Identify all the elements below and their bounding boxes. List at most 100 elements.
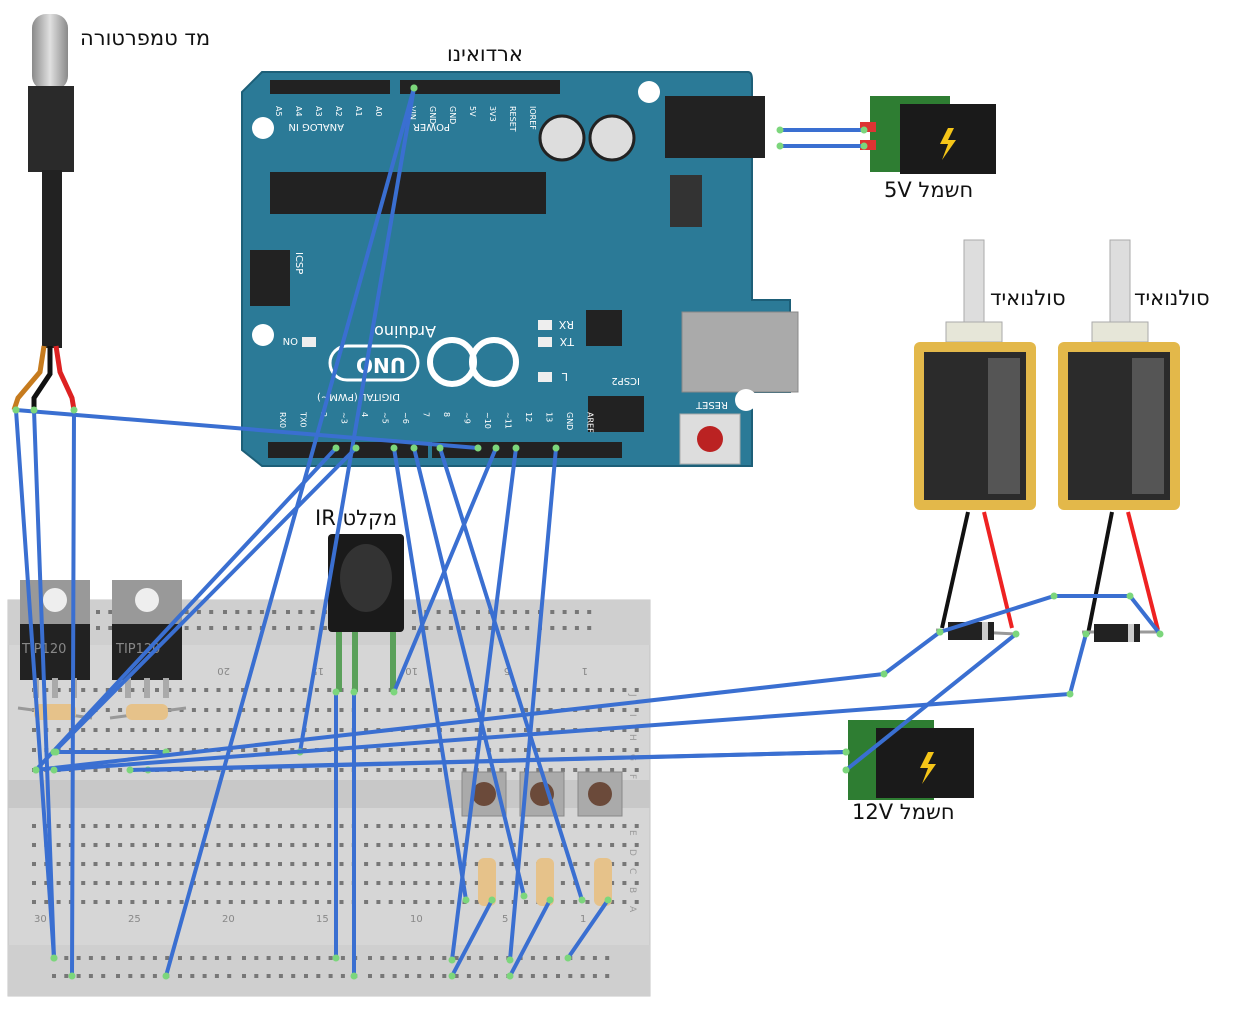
breadboard-hole: [304, 956, 308, 960]
breadboard-hole: [241, 688, 246, 692]
digital-pin-label: AREF: [586, 412, 595, 433]
breadboard-hole: [228, 862, 233, 866]
breadboard-hole: [278, 900, 282, 904]
breadboard-hole: [392, 956, 397, 960]
jumper-wire: [844, 632, 1018, 772]
breadboard-hole: [450, 862, 455, 866]
jumper-wire: [32, 408, 56, 960]
breadboard-hole: [573, 688, 578, 692]
breadboard-hole: [52, 974, 56, 978]
breadboard-hole: [265, 824, 270, 828]
wire-endpoint: [448, 956, 456, 964]
breadboard-hole: [253, 688, 258, 692]
breadboard-hole: [266, 974, 271, 978]
breadboard-hole: [130, 728, 135, 732]
wire-endpoint: [512, 444, 520, 452]
breadboard-hole: [530, 956, 535, 960]
breadboard-hole: [155, 881, 159, 885]
breadboard-hole: [316, 956, 321, 960]
breadboard-hole: [190, 956, 195, 960]
breadboard-hole: [314, 900, 319, 904]
breadboard-hole: [241, 768, 246, 772]
power-5v-label: חשמל 5V: [884, 178, 974, 202]
breadboard-hole: [167, 862, 172, 866]
breadboard-hole: [474, 900, 479, 904]
breadboard-hole: [290, 862, 295, 866]
breadboard-hole: [253, 824, 258, 828]
breadboard-column-number: 20: [217, 665, 230, 676]
breadboard-hole: [536, 748, 541, 752]
breadboard-hole: [476, 610, 480, 614]
arduino-led-l-label: L: [561, 370, 568, 383]
breadboard-row-letter: H: [627, 734, 637, 741]
breadboard-hole: [81, 862, 86, 866]
breadboard-hole: [437, 900, 442, 904]
breadboard-hole: [437, 768, 442, 772]
breadboard-hole: [314, 824, 319, 828]
breadboard-hole: [388, 900, 393, 904]
power-pin-label: RESET: [508, 106, 517, 132]
breadboard-hole: [525, 610, 530, 614]
breadboard-hole: [93, 881, 98, 885]
breadboard-hole: [573, 748, 578, 752]
breadboard-hole: [622, 862, 627, 866]
breadboard-column-number: 15: [316, 914, 329, 925]
breadboard-hole: [448, 610, 453, 614]
breadboard-hole: [302, 688, 307, 692]
breadboard-row-letter: E: [627, 830, 637, 836]
breadboard-hole: [216, 843, 221, 847]
breadboard-hole: [179, 728, 184, 732]
breadboard-hole: [339, 728, 344, 732]
breadboard-hole: [573, 843, 578, 847]
arduino-analog-header: ANALOG IN: [288, 121, 344, 132]
breadboard-hole: [479, 974, 484, 978]
breadboard-hole: [462, 708, 467, 712]
breadboard-hole: [178, 974, 182, 978]
breadboard-hole: [425, 728, 430, 732]
breadboard-hole: [560, 881, 565, 885]
breadboard-hole: [450, 708, 455, 712]
breadboard-hole: [228, 824, 233, 828]
breadboard-hole: [155, 900, 159, 904]
breadboard-hole: [401, 843, 405, 847]
breadboard-hole: [118, 900, 123, 904]
breadboard-hole: [587, 626, 592, 630]
breadboard-hole: [290, 843, 295, 847]
breadboard-hole: [235, 626, 240, 630]
breadboard-hole: [413, 900, 418, 904]
breadboard-hole: [425, 824, 430, 828]
breadboard-hole: [560, 900, 565, 904]
power-pin-label: GND: [448, 106, 457, 124]
breadboard-hole: [610, 824, 615, 828]
breadboard-hole: [56, 824, 61, 828]
breadboard-hole: [216, 728, 221, 732]
breadboard-hole: [56, 900, 61, 904]
wire-endpoint: [880, 670, 888, 678]
breadboard-hole: [130, 881, 135, 885]
digital-pin-label: ~3: [340, 412, 349, 424]
breadboard-hole: [413, 688, 418, 692]
breadboard-hole: [118, 728, 123, 732]
breadboard-hole: [191, 708, 196, 712]
breadboard-hole: [474, 881, 479, 885]
breadboard-hole: [450, 843, 455, 847]
wire-endpoint: [474, 444, 482, 452]
breadboard-hole: [298, 626, 303, 630]
breadboard-hole: [56, 688, 61, 692]
breadboard-hole: [442, 974, 447, 978]
wire-endpoint: [332, 444, 340, 452]
power-pin-label: GND: [428, 106, 437, 124]
breadboard-hole: [105, 881, 110, 885]
breadboard-hole: [155, 824, 159, 828]
push-button-3: [577, 771, 623, 817]
breadboard-hole: [404, 974, 409, 978]
breadboard-hole: [228, 728, 233, 732]
wire-endpoint: [552, 444, 560, 452]
breadboard-hole: [32, 728, 36, 732]
digital-pin-label: ~11: [504, 412, 513, 429]
power-pin-label: 5V: [468, 106, 477, 117]
breadboard-hole: [560, 824, 565, 828]
breadboard-hole: [291, 956, 296, 960]
breadboard-hole: [524, 728, 528, 732]
breadboard-hole: [191, 728, 196, 732]
